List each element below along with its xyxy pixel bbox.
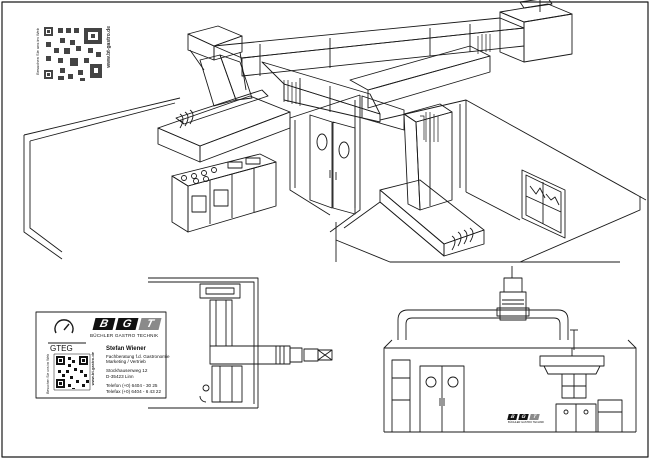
logo-letter-g: G (115, 318, 139, 330)
role-line-1: Fachberatung f.d. Gastronomie (106, 354, 170, 359)
logo-letter-b: B (92, 318, 116, 330)
isometric-view (23, 0, 647, 263)
iso-fan-box (499, 0, 573, 63)
company-name: BÜCHLER GASTRO TECHNIK (90, 333, 159, 338)
card-qr-code (53, 353, 91, 391)
elev-logo-b: B (507, 414, 518, 420)
city-address: D-35423 Linn (106, 374, 134, 379)
iso-right-riser (403, 103, 453, 211)
elev-logo-g: G (518, 414, 529, 420)
iso-cooking-line (171, 153, 277, 233)
card-website-url[interactable]: www.bt-gastro.de (90, 352, 95, 386)
side-elevation (383, 266, 637, 433)
gteg-gauge-icon (54, 319, 74, 334)
phone-number: Telefon (+0) 6404 - 30 25 (106, 383, 158, 388)
elev-logo-t: T (529, 414, 540, 420)
elev-logo-caption: BÜCHLER GASTRO TECHNIK (508, 421, 545, 424)
iso-double-doors (309, 114, 356, 215)
business-card-frame (35, 311, 167, 399)
plan-view (148, 277, 333, 409)
fax-number: Telefax (+0) 6404 - 6 43 22 (106, 389, 162, 394)
iso-window (521, 169, 566, 239)
iso-right-hood (343, 179, 485, 257)
iso-left-riser (187, 25, 253, 107)
iso-main-duct (213, 17, 525, 77)
iso-left-walls (23, 97, 181, 260)
street-address: Stockhausenweg 12 (106, 368, 148, 373)
header-qr-code (44, 27, 102, 81)
iso-flex-connectors (283, 34, 491, 142)
person-name: Stefan Wiener (106, 346, 146, 352)
website-url[interactable]: www.bt-gastro.de (106, 26, 112, 68)
qr-caption: Besuchen Sie uns im Web (35, 28, 40, 75)
iso-right-room (335, 99, 647, 263)
iso-left-hood (157, 89, 291, 163)
logo-letter-t: T (138, 318, 162, 330)
role-line-2: Marketing / Vertrieb (106, 359, 146, 364)
gteg-label: GTEG (50, 344, 73, 353)
card-qr-caption: Besuchen Sie uns im Web (46, 354, 50, 394)
iso-partition-wall (289, 94, 361, 233)
